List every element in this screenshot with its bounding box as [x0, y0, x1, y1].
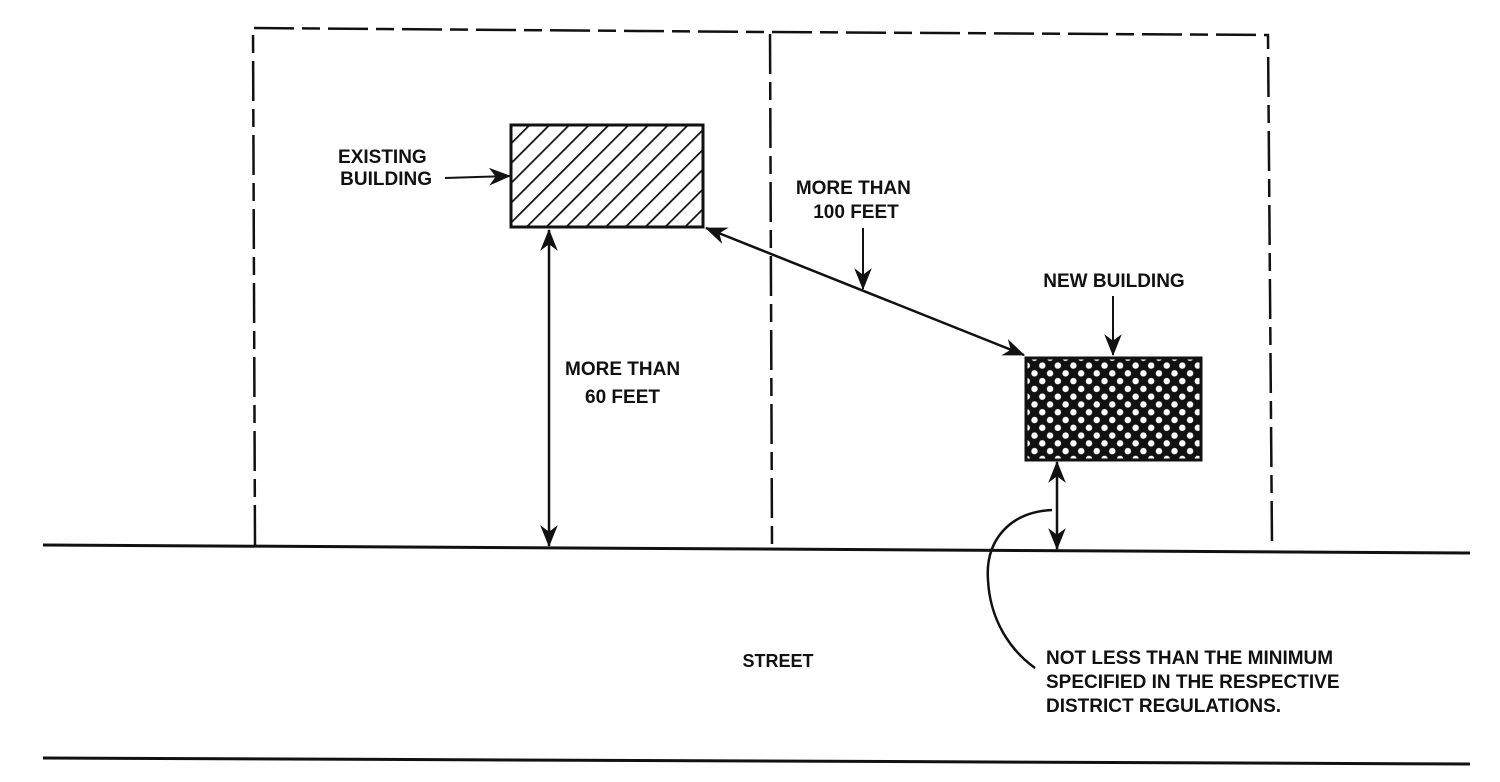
existing-building-leader-arrow — [444, 167, 512, 186]
lot-boundary-left — [251, 26, 774, 546]
existing-building-label: EXISTING BUILDING — [338, 147, 432, 190]
lot-boundary-right — [771, 30, 1274, 546]
street-edge-top — [42, 543, 1471, 555]
note-leader-curve — [986, 508, 1053, 670]
street-label: STREET — [742, 651, 813, 671]
distance-between-buildings-label: MORE THAN 100 FEET — [796, 178, 916, 223]
setback-new-note: NOT LESS THAN THE MINIMUM SPECIFIED IN T… — [1046, 648, 1345, 717]
setback-existing-label: MORE THAN 60 FEET — [565, 359, 685, 408]
existing-building — [509, 123, 705, 229]
distance-between-buildings-arrow — [704, 226, 1026, 357]
street-edge-bottom — [42, 756, 1471, 766]
new-building-label: NEW BUILDING — [1043, 271, 1184, 292]
new-building — [1024, 356, 1203, 462]
